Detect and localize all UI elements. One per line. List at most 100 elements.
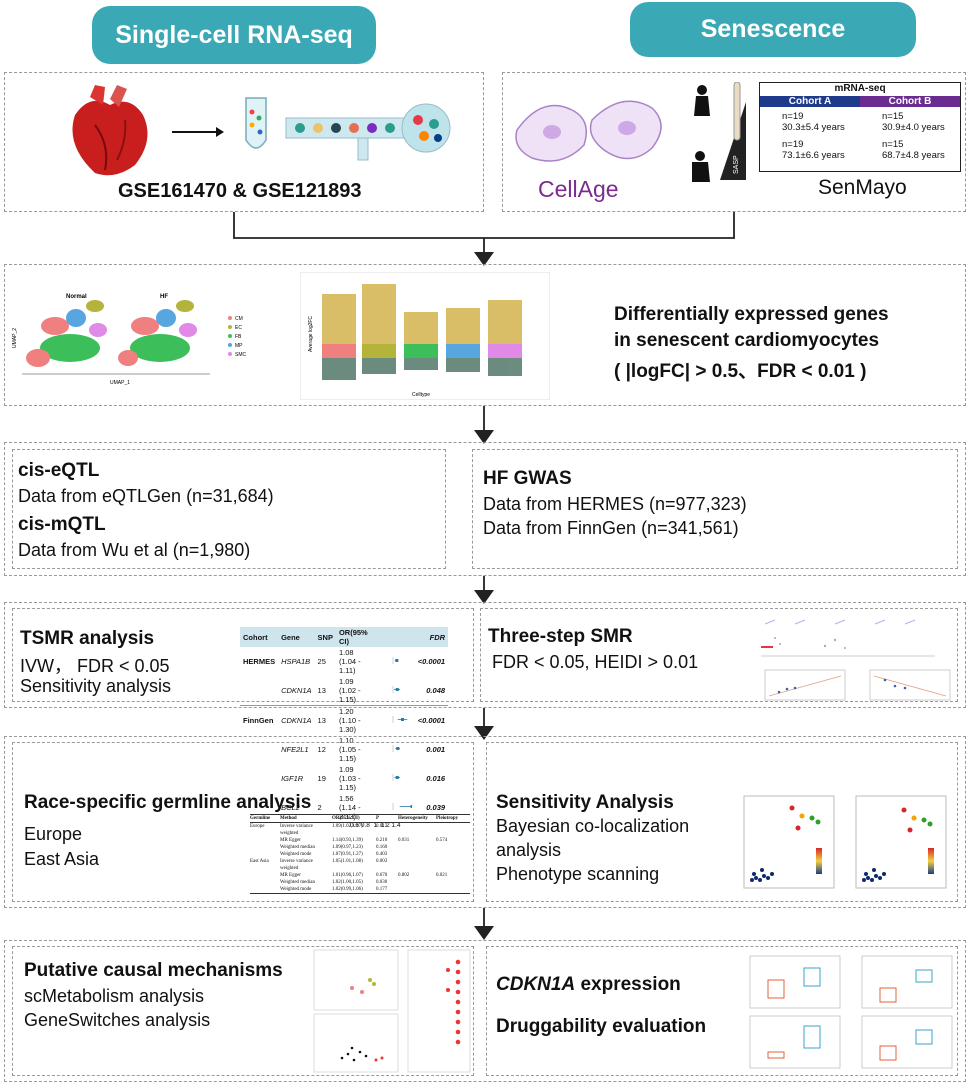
germline-cell: 1.09(1.02,1.17) bbox=[332, 824, 363, 829]
germline-cell bbox=[398, 858, 436, 872]
forest-point bbox=[395, 688, 399, 691]
forest-point bbox=[395, 747, 399, 750]
smr-locus-plot bbox=[761, 619, 951, 701]
cohort-a-young-n: n=19 bbox=[782, 111, 804, 122]
race-title: Race-specific germline analysis bbox=[24, 792, 312, 813]
mqtl-title: cis-mQTL bbox=[18, 514, 106, 535]
connector-1 bbox=[233, 212, 735, 266]
germline-cell: 1.09(0.97,1.23) bbox=[332, 845, 363, 850]
germline-cell bbox=[436, 886, 466, 893]
germline-cell: East Asia bbox=[250, 859, 269, 864]
germline-cell: MR Egger bbox=[280, 838, 301, 843]
germline-cell: 1.02(1.00,1.05) bbox=[332, 880, 363, 885]
forest-cohort: HERMES bbox=[243, 657, 276, 666]
forest-or: 1.56 (1.14 - 2.13) bbox=[338, 794, 361, 821]
germline-cell bbox=[250, 886, 280, 893]
eqtl-title: cis-eQTL bbox=[18, 460, 100, 481]
umap-plot: Normal HF UMAP_1 UMAP_2 CM EC FB MP SMC bbox=[12, 294, 247, 386]
forest-ci-mark bbox=[392, 716, 407, 723]
mrna-table: mRNA-seq Cohort A Cohort B n=19 30.3±5.4… bbox=[759, 82, 961, 172]
race-east-asia: East Asia bbox=[24, 849, 100, 869]
mech-title: Putative causal mechanisms bbox=[24, 960, 283, 981]
forest-fdr: 0.016 bbox=[426, 774, 446, 783]
umap-y-label: UMAP_2 bbox=[12, 328, 18, 348]
race-europe: Europe bbox=[24, 824, 83, 844]
germline-cell bbox=[398, 844, 436, 851]
race-box bbox=[12, 742, 474, 902]
germline-cell: 0.021 bbox=[436, 873, 448, 878]
germline-cell: Weighted mode bbox=[280, 887, 312, 892]
deg-line-2: in senescent cardiomyocytes bbox=[614, 330, 880, 351]
cdkn-expression: expression bbox=[575, 974, 681, 995]
germline-cell bbox=[398, 879, 436, 886]
tsmr-box bbox=[12, 608, 474, 702]
mech-geneswitches: GeneSwitches analysis bbox=[24, 1010, 211, 1030]
germline-cell bbox=[436, 879, 466, 886]
deg-line-3: ( |logFC| > 0.5、FDR < 0.01 ) bbox=[614, 361, 867, 382]
germline-cell: Inverse variance weighted bbox=[280, 824, 313, 836]
forest-cohort: FinnGen bbox=[243, 716, 274, 725]
cohort-b-old-age: 68.7±4.8 years bbox=[882, 150, 945, 161]
qtl-box bbox=[12, 449, 446, 569]
smr-box bbox=[480, 608, 958, 702]
forest-cohort bbox=[240, 676, 278, 706]
umap-normal-title: Normal bbox=[66, 294, 87, 300]
forest-point bbox=[395, 776, 399, 779]
germline-cell: 0.003 bbox=[376, 859, 388, 864]
connector-3 bbox=[474, 576, 494, 604]
tsmr-title: TSMR analysis bbox=[20, 628, 155, 649]
germline-cell: 0.670 bbox=[376, 873, 388, 878]
mr-outer-box bbox=[4, 602, 966, 708]
germline-cell: Europe bbox=[250, 824, 265, 829]
germline-cell bbox=[436, 844, 466, 851]
deg-box bbox=[4, 264, 966, 406]
mech-box bbox=[12, 946, 474, 1076]
umap-x-label: UMAP_1 bbox=[110, 380, 130, 386]
germline-cell: 0.574 bbox=[436, 838, 448, 843]
forest-fdr: <0.0001 bbox=[417, 657, 446, 666]
legend-ec: EC bbox=[235, 325, 242, 331]
cohort-b-young-n: n=15 bbox=[882, 111, 904, 122]
forest-gene: HSPA1B bbox=[281, 657, 311, 666]
forest-ci-mark bbox=[392, 686, 400, 693]
volcano-y-label: Average log2FC bbox=[308, 316, 314, 352]
forest-or: 1.10 (1.05 - 1.15) bbox=[338, 736, 361, 763]
cohort-b-young-age: 30.9±4.0 years bbox=[882, 122, 945, 133]
germline-cell: 1.01(0.96,1.07) bbox=[332, 873, 363, 878]
forest-header-cohort: Cohort bbox=[243, 632, 268, 642]
volcano-plot: Celltype Average log2FC bbox=[300, 272, 550, 400]
microfluidic-icon bbox=[245, 97, 451, 161]
legend-cm: CM bbox=[235, 316, 243, 322]
germline-cell: 0.177 bbox=[376, 887, 388, 892]
connector-4 bbox=[474, 708, 494, 740]
germline-cell bbox=[250, 844, 280, 851]
germline-cell: Weighted median bbox=[280, 845, 316, 850]
gl-h-method: Method bbox=[280, 816, 297, 821]
germline-cell bbox=[398, 886, 436, 893]
arrow-right-icon bbox=[172, 127, 224, 137]
gl-h-p: P bbox=[376, 816, 380, 821]
germline-cell: Weighted mode bbox=[280, 852, 312, 857]
aging-figure-icon: SASP bbox=[692, 82, 746, 182]
germline-table: Germline Method OR(95% CI) P Heterogenei… bbox=[250, 814, 470, 894]
forest-ci-mark bbox=[392, 774, 400, 781]
colocalization-plots bbox=[743, 795, 947, 889]
volcano-x-label: Celltype bbox=[412, 392, 430, 398]
germline-cell bbox=[250, 872, 280, 879]
sens-phenotype: Phenotype scanning bbox=[496, 864, 660, 884]
forest-fdr: 0.001 bbox=[426, 745, 446, 754]
germline-cell: 0.031 bbox=[398, 838, 410, 843]
forest-snp: 13 bbox=[317, 686, 326, 695]
gwas-finngen: Data from FinnGen (n=341,561) bbox=[483, 518, 739, 538]
forest-snp: 13 bbox=[317, 716, 326, 725]
senescence-box bbox=[502, 72, 966, 212]
forest-gene: IGF1R bbox=[281, 774, 304, 783]
eqtl-text: Data from eQTLGen (n=31,684) bbox=[18, 486, 274, 506]
heart-icon bbox=[72, 85, 148, 176]
